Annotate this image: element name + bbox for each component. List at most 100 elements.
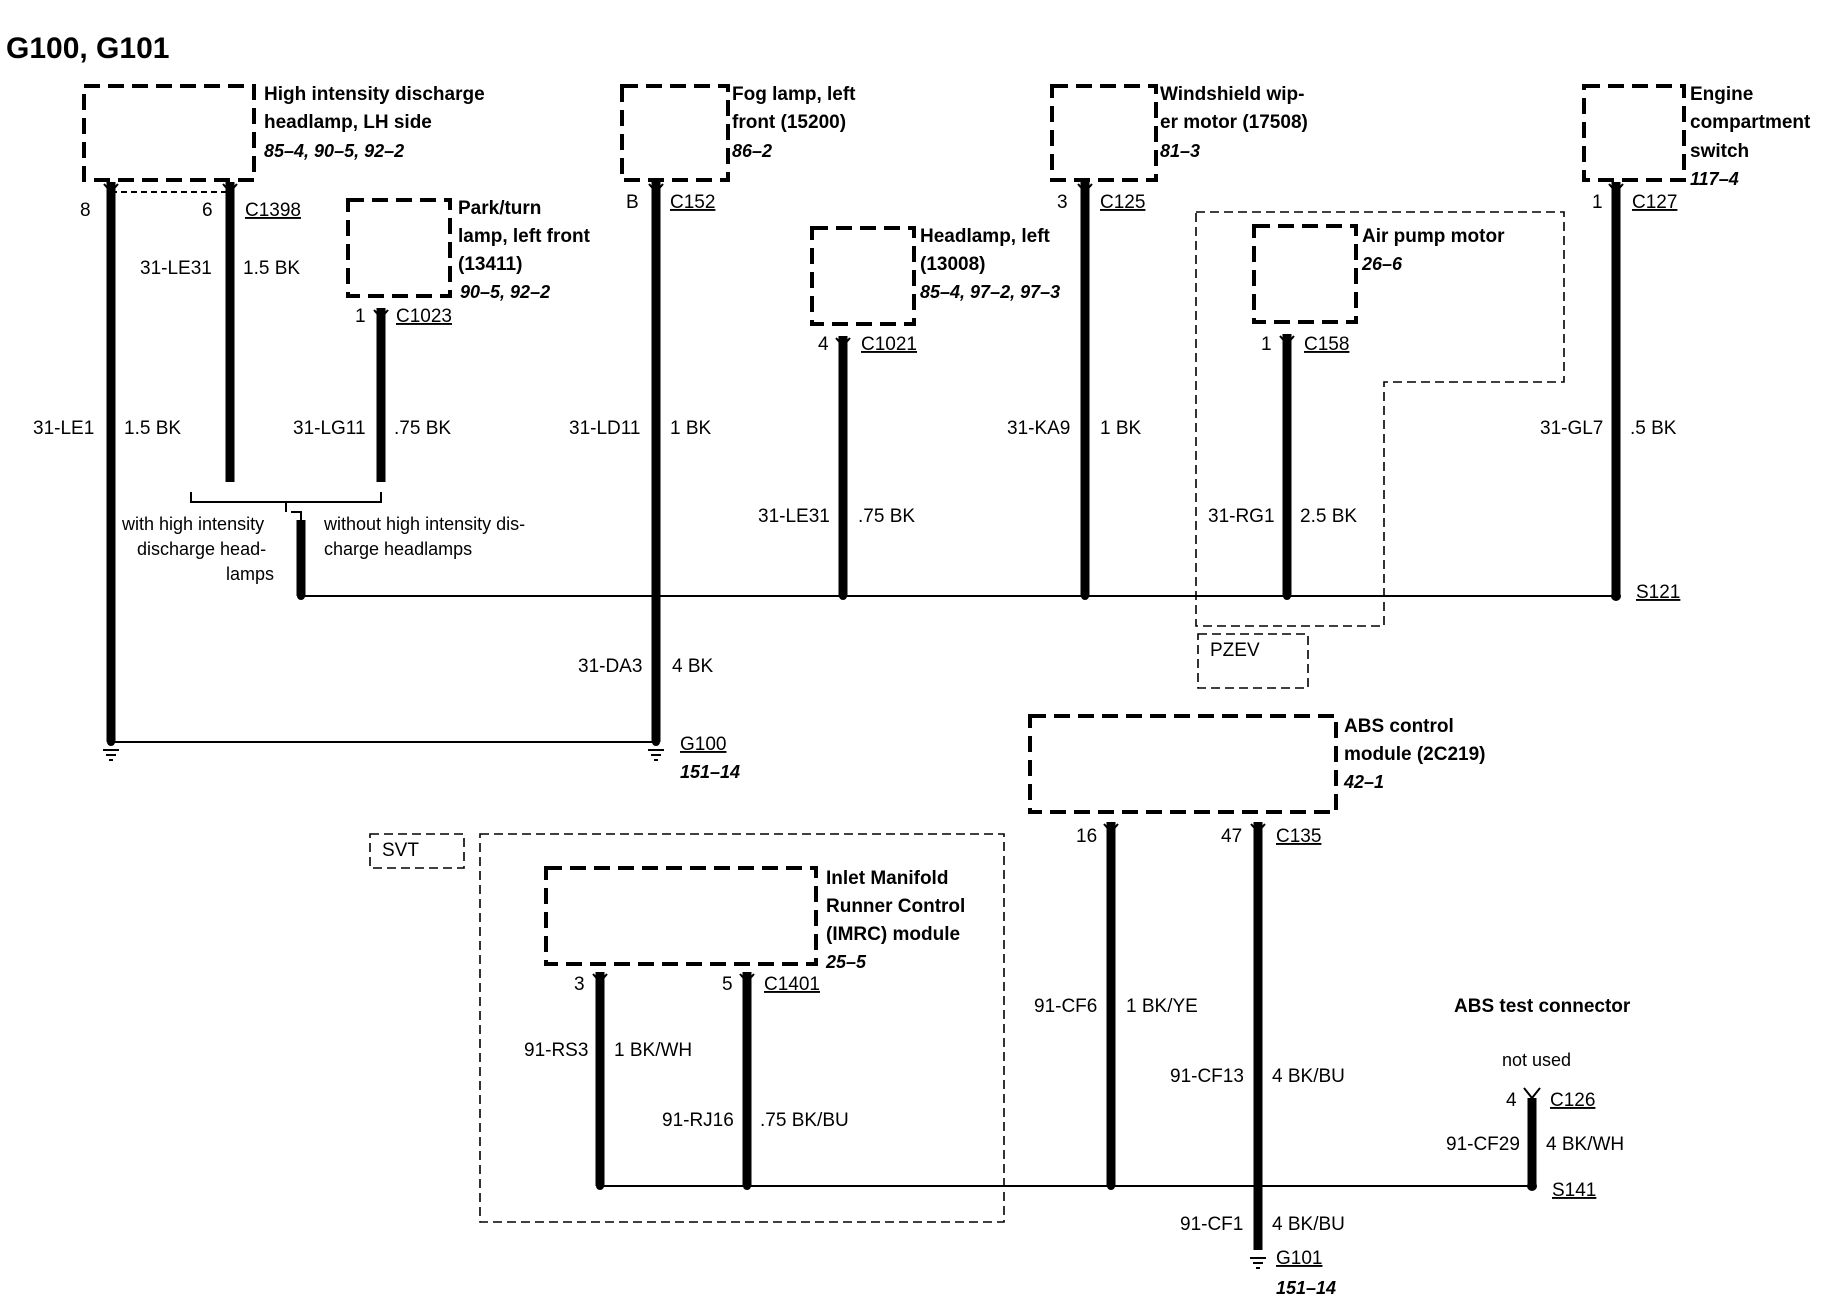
circuit-31-le1: 31-LE1 <box>33 418 94 439</box>
spec-31-le31-headlamp: .75 BK <box>858 506 915 527</box>
svg-text:switch: switch <box>1690 141 1749 162</box>
svg-text:ABS test connector: ABS test connector <box>1454 996 1631 1017</box>
connector-c152: C152 <box>670 192 715 213</box>
spec-91-rj16: .75 BK/BU <box>760 1110 849 1131</box>
ground-symbol-g100 <box>103 749 664 761</box>
svg-text:(13411): (13411) <box>458 254 522 275</box>
connector-c158: C158 <box>1304 334 1349 355</box>
headlamp-left-component <box>810 226 916 326</box>
svg-text:117–4: 117–4 <box>1690 169 1739 189</box>
connector-c127: C127 <box>1632 192 1677 213</box>
ground-symbol-g101 <box>1250 1257 1266 1269</box>
svg-text:Air pump motor: Air pump motor <box>1362 226 1505 247</box>
ground-g100-ref: 151–14 <box>680 762 740 782</box>
splice-s141: S141 <box>1552 1180 1596 1201</box>
spec-31-gl7: .5 BK <box>1630 418 1677 439</box>
circuit-91-cf29: 91-CF29 <box>1446 1134 1520 1155</box>
spec-31-ka9: 1 BK <box>1100 418 1142 439</box>
svg-text:lamp, left front: lamp, left front <box>458 226 591 247</box>
svg-text:ABS control: ABS control <box>1344 716 1454 737</box>
wiper-motor-component <box>1050 84 1158 182</box>
svg-text:High intensity discharge: High intensity discharge <box>264 84 485 105</box>
svt-label: SVT <box>382 840 419 861</box>
spec-31-rg1: 2.5 BK <box>1300 506 1357 527</box>
spec-31-lg11: .75 BK <box>394 418 451 439</box>
connector-c135: C135 <box>1276 826 1321 847</box>
headlamp-left-label: Headlamp, left (13008) 85–4, 97–2, 97–3 <box>920 226 1060 302</box>
circuit-91-cf1: 91-CF1 <box>1180 1214 1243 1235</box>
connector-c1023: C1023 <box>396 306 452 327</box>
pin-headlamp-4: 4 <box>818 334 829 355</box>
option-brace <box>190 492 382 512</box>
circuit-31-lg11: 31-LG11 <box>293 418 366 439</box>
svg-text:discharge head-: discharge head- <box>137 539 266 559</box>
fog-lamp-label: Fog lamp, left front (15200) 86–2 <box>732 84 856 161</box>
circuit-91-rj16: 91-RJ16 <box>662 1110 734 1131</box>
engine-compartment-switch-component <box>1582 84 1686 182</box>
svg-text:Park/turn: Park/turn <box>458 198 541 219</box>
pin-engine-1: 1 <box>1592 192 1603 213</box>
abs-test-connector-label: ABS test connector not used <box>1454 996 1631 1070</box>
pin-abs-47: 47 <box>1221 826 1242 847</box>
park-turn-lamp-component <box>346 198 452 298</box>
ground-g101-ref: 151–14 <box>1276 1278 1336 1298</box>
circuit-91-cf13: 91-CF13 <box>1170 1066 1244 1087</box>
svg-text:headlamp, LH side: headlamp, LH side <box>264 112 432 133</box>
svg-text:front (15200): front (15200) <box>732 112 846 133</box>
pzev-tag <box>1197 633 1309 689</box>
svg-text:lamps: lamps <box>226 564 274 584</box>
connector-c1401: C1401 <box>764 974 820 995</box>
svg-text:(IMRC) module: (IMRC) module <box>826 924 960 945</box>
spec-91-cf13: 4 BK/BU <box>1272 1066 1345 1087</box>
circuit-91-rs3: 91-RS3 <box>524 1040 588 1061</box>
svg-text:85–4, 90–5, 92–2: 85–4, 90–5, 92–2 <box>264 141 404 161</box>
spec-91-rs3: 1 BK/WH <box>614 1040 692 1061</box>
diagram-title: G100, G101 <box>6 32 169 65</box>
circuit-31-rg1: 31-RG1 <box>1208 506 1275 527</box>
connector-c1398: C1398 <box>245 200 301 221</box>
ground-g100: G100 <box>680 734 726 755</box>
imrc-module-label: Inlet Manifold Runner Control (IMRC) mod… <box>825 868 965 972</box>
park-turn-lamp-label: Park/turn lamp, left front (13411) 90–5,… <box>458 198 591 302</box>
pin-imrc-3: 3 <box>574 974 585 995</box>
spec-91-cf29: 4 BK/WH <box>1546 1134 1624 1155</box>
connector-c126: C126 <box>1550 1090 1595 1111</box>
splice-s121: S121 <box>1636 582 1680 603</box>
svt-tag <box>369 833 465 869</box>
pin-abs-test-4: 4 <box>1506 1090 1517 1111</box>
air-pump-motor-label: Air pump motor 26–6 <box>1361 226 1505 274</box>
circuit-31-da3: 31-DA3 <box>578 656 642 677</box>
svg-text:86–2: 86–2 <box>732 141 772 161</box>
pzev-label: PZEV <box>1210 640 1260 661</box>
svg-text:26–6: 26–6 <box>1361 254 1403 274</box>
svg-text:(13008): (13008) <box>920 254 986 275</box>
hid-headlamp-label: High intensity discharge headlamp, LH si… <box>264 84 485 161</box>
pin-airpump-1: 1 <box>1261 334 1272 355</box>
circuit-31-gl7: 31-GL7 <box>1540 418 1603 439</box>
svg-text:without high intensity dis-: without high intensity dis- <box>323 514 525 534</box>
svg-text:Windshield wip-: Windshield wip- <box>1160 84 1304 105</box>
svg-text:81–3: 81–3 <box>1160 141 1200 161</box>
pin-park-1: 1 <box>355 306 366 327</box>
svg-text:Headlamp, left: Headlamp, left <box>920 226 1051 247</box>
abs-control-module-component <box>1028 714 1338 814</box>
svg-text:Inlet Manifold: Inlet Manifold <box>826 868 948 889</box>
svg-text:not used: not used <box>1502 1050 1571 1070</box>
air-pump-motor-component <box>1252 224 1358 324</box>
wiper-motor-label: Windshield wip- er motor (17508) 81–3 <box>1160 84 1308 161</box>
svg-text:er motor (17508): er motor (17508) <box>1160 112 1308 133</box>
circuit-31-le31-hid: 31-LE31 <box>140 258 212 279</box>
imrc-module-component <box>544 866 818 966</box>
connector-c125: C125 <box>1100 192 1145 213</box>
svg-text:25–5: 25–5 <box>825 952 867 972</box>
option-with-hid: with high intensity discharge head- lamp… <box>121 514 274 584</box>
svg-text:42–1: 42–1 <box>1343 772 1384 792</box>
abs-control-module-label: ABS control module (2C219) 42–1 <box>1343 716 1485 792</box>
spec-31-le1: 1.5 BK <box>124 418 181 439</box>
svg-text:compartment: compartment <box>1690 112 1811 133</box>
svg-text:module (2C219): module (2C219) <box>1344 744 1485 765</box>
pin-imrc-5: 5 <box>722 974 733 995</box>
circuit-31-ld11: 31-LD11 <box>569 418 640 439</box>
pin-abs-16: 16 <box>1076 826 1097 847</box>
